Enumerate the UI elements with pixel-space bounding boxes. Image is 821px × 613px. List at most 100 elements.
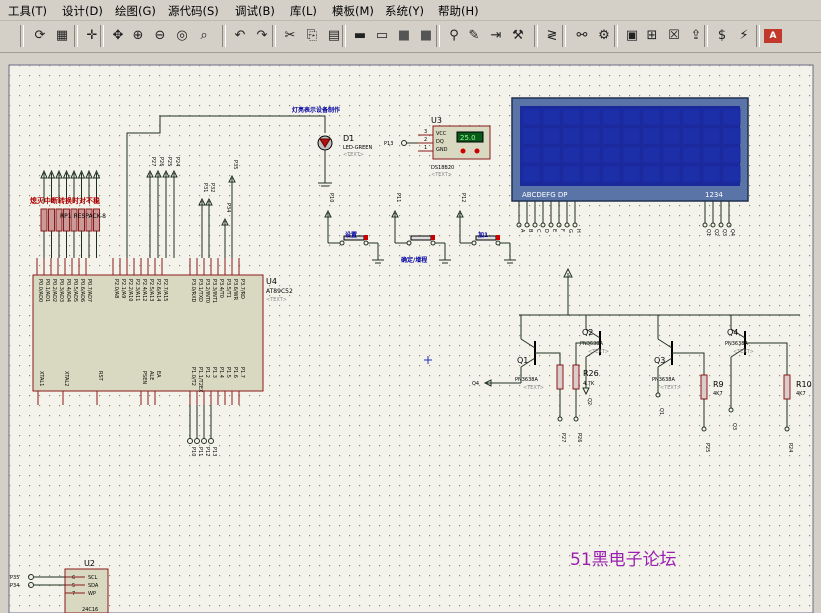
paste-icon[interactable]: ▤	[327, 27, 341, 43]
block-delete-icon[interactable]: ■	[419, 27, 433, 43]
zoom-in-icon[interactable]: ⊕	[132, 27, 144, 43]
bom-icon[interactable]: $	[717, 27, 727, 43]
net-arrow	[582, 387, 590, 396]
block-move-icon[interactable]: ▭	[375, 27, 389, 43]
lcd-cell	[542, 127, 561, 145]
vcc-arrow	[563, 267, 573, 278]
lcd-cell	[642, 108, 661, 126]
menu-0[interactable]: 工具(T)	[8, 4, 47, 18]
net-terminal	[187, 438, 193, 444]
resistor	[783, 374, 791, 400]
net-arrow	[483, 379, 492, 387]
exit-to-parent-icon[interactable]: ⇪	[690, 27, 702, 43]
vcc-arrow	[62, 169, 71, 179]
search-icon[interactable]: ⚯	[576, 27, 588, 43]
lcd-cell	[722, 165, 741, 183]
u4-top-pin-label: P0.1/AD1	[44, 279, 50, 302]
u2-pin-number: 7	[72, 591, 75, 597]
net-arrow	[221, 217, 229, 226]
lcd-cell	[562, 108, 581, 126]
net-label: Q4	[729, 229, 735, 236]
lcd-cell	[622, 165, 641, 183]
menu-7[interactable]: 系统(Y)	[385, 4, 424, 18]
refresh-icon[interactable]: ⟳	[34, 27, 46, 43]
net-label: P35	[10, 575, 19, 581]
remove-sheet-icon[interactable]: ☒	[668, 27, 680, 43]
menu-6[interactable]: 模板(M)	[332, 4, 374, 18]
transistor-part: PN3638A	[580, 341, 603, 347]
transistor-lead	[730, 347, 746, 358]
lcd-cell	[722, 146, 741, 164]
transistor-lead	[520, 357, 536, 368]
net-label: B	[527, 229, 533, 233]
net-terminal	[573, 416, 579, 422]
u3-net: P13	[384, 141, 393, 147]
zoom-out-icon[interactable]: ⊖	[154, 27, 166, 43]
menu-1[interactable]: 设计(D)	[62, 4, 103, 18]
pan-icon[interactable]: ✥	[112, 27, 124, 43]
net-terminal	[201, 438, 207, 444]
u4-bottom-pin-label: PSEN	[141, 371, 147, 384]
undo-icon[interactable]: ↶	[234, 27, 246, 43]
net-label: Q3	[721, 229, 727, 236]
new-sheet-icon[interactable]: ⊞	[646, 27, 658, 43]
net-label: C	[535, 229, 541, 233]
menu-8[interactable]: 帮助(H)	[438, 4, 479, 18]
design-explorer-icon[interactable]: ▣	[625, 27, 639, 43]
u4-bottom-pin-label: EA	[155, 371, 161, 378]
copy-icon[interactable]: ⎘	[306, 27, 318, 43]
net-terminal	[564, 222, 570, 228]
net-label: P27	[150, 157, 156, 166]
u4-top-pin-label: P3.3/INT1	[211, 279, 217, 303]
menu-bar: 工具(T) 设计(D) 绘图(G) 源代码(S) 调试(B) 库(L) 模板(M) 系统(Y)…	[0, 0, 821, 21]
net-terminal	[524, 222, 530, 228]
u3-pin-label: DQ	[436, 139, 444, 145]
property-tool-icon[interactable]: ⚙	[598, 27, 610, 43]
vcc-arrow	[47, 169, 56, 179]
net-terminal	[548, 222, 554, 228]
net-label: P32	[209, 183, 215, 192]
rp-element	[48, 208, 55, 232]
menu-3[interactable]: 源代码(S)	[168, 4, 219, 18]
rp-note: 熄灭中断转换时对不稳	[30, 196, 100, 205]
net-terminal	[701, 426, 707, 432]
toolbar: ⟳ ▦ ✛ ✥ ⊕ ⊖ ◎ ⌕ ↶ ↷ ✂ ⎘ ▤ ▬ ▭ ■ ■ ⚲ ✎ ⇥ ⚒ ≷ ⚯ ⚙ ▣ ⊞ ☒ ⇪ $ ⚡ A	[0, 21, 821, 53]
transistor-lead	[657, 338, 673, 349]
decompose-icon[interactable]: ⚒	[512, 27, 524, 43]
pick-device-icon[interactable]: ⚲	[449, 27, 459, 43]
wire-autoroute-icon[interactable]: ≷	[546, 27, 558, 43]
u3-pin-number: 2	[424, 137, 427, 143]
transistor-lead	[585, 328, 601, 339]
lcd-cell	[602, 165, 621, 183]
zoom-area-icon[interactable]: ⌕	[200, 27, 208, 43]
u4-top-pin-label: P2.4/A12	[141, 279, 147, 301]
menu-5[interactable]: 库(L)	[290, 4, 317, 18]
block-copy-icon[interactable]: ▬	[353, 27, 367, 43]
origin-icon[interactable]: ✛	[86, 27, 98, 43]
lcd-cell	[702, 165, 721, 183]
block-rotate-icon[interactable]: ■	[397, 27, 411, 43]
resistor-ref: R26	[583, 369, 599, 378]
net-terminal	[726, 222, 732, 228]
lcd-digit-labels: 1234	[705, 191, 723, 199]
u4-bottom-pin-label: P1.2	[204, 367, 210, 378]
net-label: P26	[576, 433, 582, 442]
u4-bottom-pin-label: RST	[97, 371, 103, 382]
u4-top-pin-label: P3.1/TXD	[197, 279, 203, 302]
lcd-cell	[682, 146, 701, 164]
make-device-icon[interactable]: ✎	[468, 27, 480, 43]
grid-icon[interactable]: ▦	[55, 27, 69, 43]
net-terminal	[718, 222, 724, 228]
netlist-icon[interactable]: ⚡	[739, 27, 749, 43]
zoom-all-icon[interactable]: ◎	[176, 27, 188, 43]
redo-icon[interactable]: ↷	[256, 27, 268, 43]
cut-icon[interactable]: ✂	[284, 27, 296, 43]
u4-top-pin-label: P2.0/A8	[113, 279, 119, 298]
resistor-ref: R10	[796, 380, 812, 389]
ares-icon[interactable]: A	[764, 29, 782, 43]
menu-2[interactable]: 绘图(G)	[115, 4, 156, 18]
package-tool-icon[interactable]: ⇥	[490, 27, 502, 43]
menu-4[interactable]: 调试(B)	[235, 4, 275, 18]
u2-pin-number: 5	[72, 583, 75, 589]
